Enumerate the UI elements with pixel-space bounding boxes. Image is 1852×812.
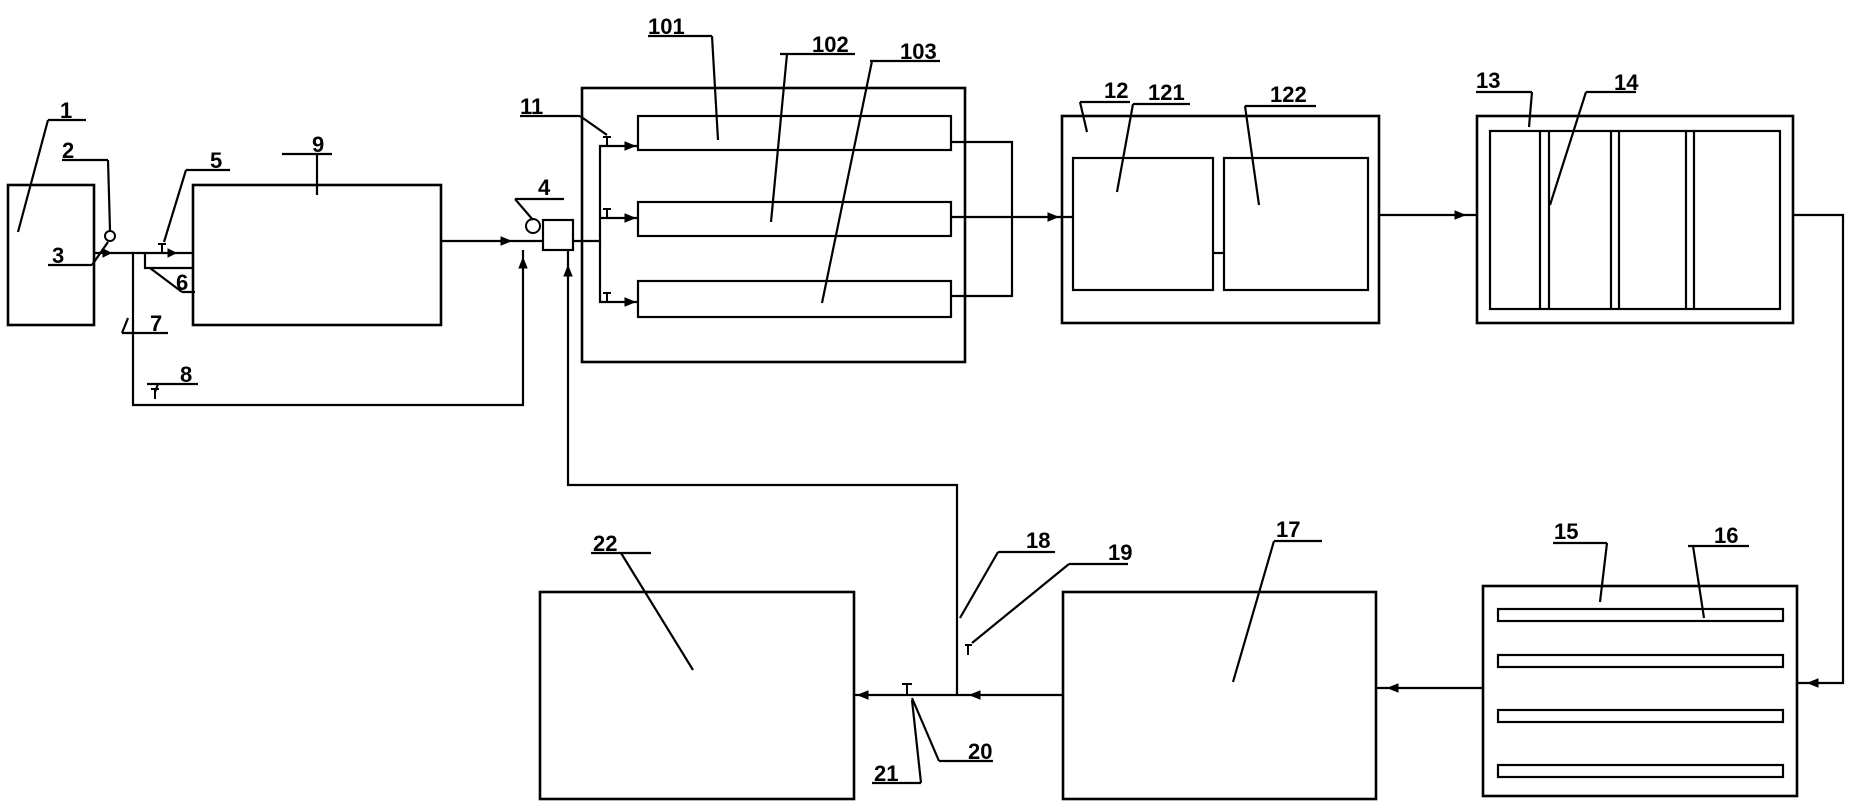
valve-4-icon xyxy=(525,218,541,234)
label-16: 16 xyxy=(1714,523,1738,548)
label-21: 21 xyxy=(874,761,898,786)
label-121: 121 xyxy=(1148,80,1185,105)
unit-10-frame xyxy=(580,86,967,364)
label-102: 102 xyxy=(812,32,849,57)
pipes xyxy=(94,140,1845,697)
label-17: 17 xyxy=(1276,517,1300,542)
label-18: 18 xyxy=(1026,528,1050,553)
unit-15-box xyxy=(1481,584,1799,798)
label-1: 1 xyxy=(60,98,72,123)
unit-121-box xyxy=(1071,156,1215,292)
tube-103-box xyxy=(636,279,953,319)
label-20: 20 xyxy=(968,739,992,764)
label-15: 15 xyxy=(1554,519,1578,544)
unit-13-inner xyxy=(1488,129,1782,311)
plate-16a xyxy=(1496,607,1785,623)
unit-122-box xyxy=(1222,156,1370,292)
plate-16d xyxy=(1496,763,1785,779)
label-3: 3 xyxy=(52,243,64,268)
leader-lines xyxy=(16,34,1749,785)
label-4: 4 xyxy=(538,175,551,200)
label-6: 6 xyxy=(176,270,188,295)
unit-9-box xyxy=(191,183,443,327)
label-9: 9 xyxy=(312,132,324,157)
junction-box xyxy=(541,218,575,252)
unit-12-box xyxy=(1060,114,1381,325)
label-101: 101 xyxy=(648,14,685,39)
tube-102-box xyxy=(636,200,953,238)
label-14: 14 xyxy=(1614,70,1639,95)
unit-22-box xyxy=(538,590,856,801)
label-19: 19 xyxy=(1108,540,1132,565)
label-122: 122 xyxy=(1270,82,1307,107)
label-7: 7 xyxy=(150,311,162,336)
label-22: 22 xyxy=(593,531,617,556)
tube-101-box xyxy=(636,114,953,152)
label-103: 103 xyxy=(900,39,937,64)
label-5: 5 xyxy=(210,148,222,173)
reference-numerals: 1 2 3 4 5 6 7 8 9 11 101 102 103 12 121 … xyxy=(52,14,1738,786)
label-13: 13 xyxy=(1476,68,1500,93)
unit-13-box xyxy=(1475,114,1795,325)
valves xyxy=(104,136,972,695)
label-11: 11 xyxy=(520,94,543,119)
flow-arrows xyxy=(102,141,1819,700)
label-2: 2 xyxy=(62,138,74,163)
plate-16b xyxy=(1496,653,1785,669)
label-8: 8 xyxy=(180,362,192,387)
valve-2-icon xyxy=(104,230,116,242)
unit-17-box xyxy=(1061,590,1378,801)
unit-1-box xyxy=(6,183,96,327)
plate-16c xyxy=(1496,708,1785,724)
label-12: 12 xyxy=(1104,78,1128,103)
